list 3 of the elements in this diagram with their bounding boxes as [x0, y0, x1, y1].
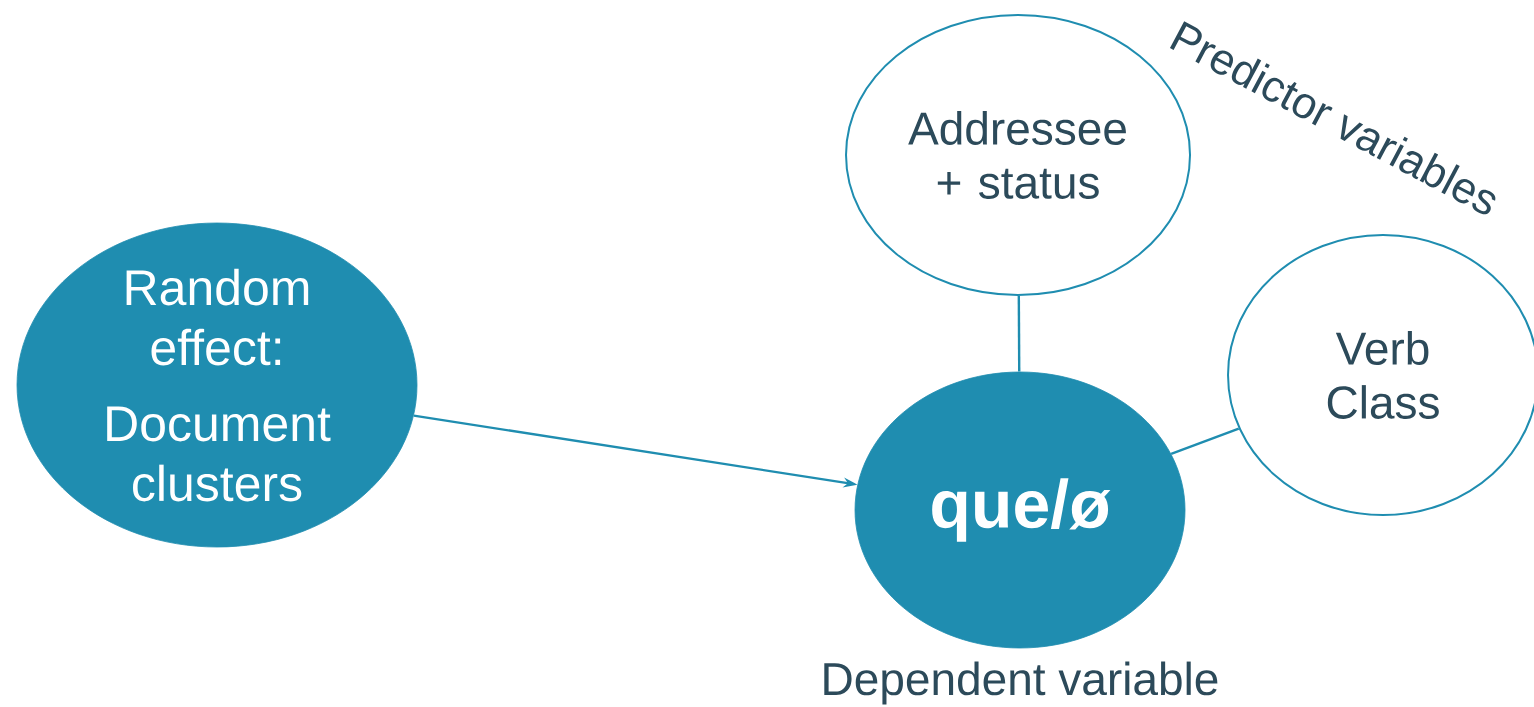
connector-line	[1170, 427, 1240, 455]
node-caption: Dependent variable	[824, 661, 1218, 705]
connector-line	[1017, 296, 1021, 372]
